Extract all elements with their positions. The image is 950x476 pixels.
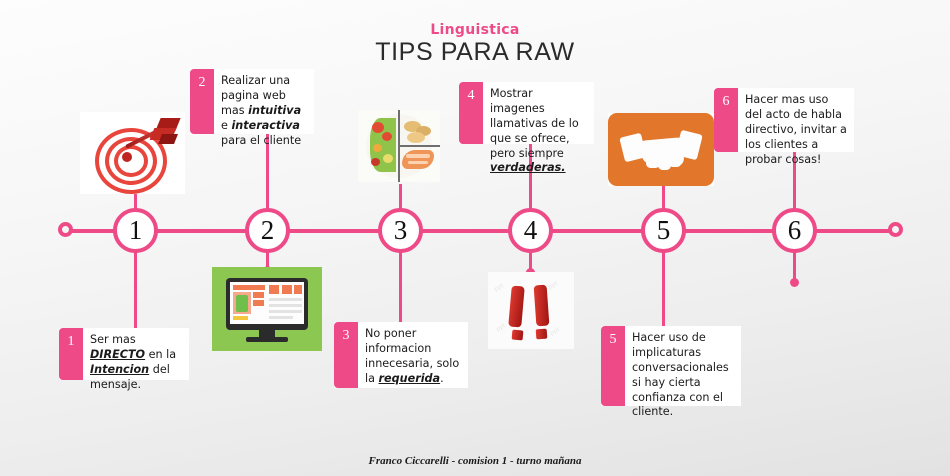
tip-badge-3: 3 (334, 322, 358, 388)
tip-card-3[interactable]: 3 No poner informacion innecesaria, solo… (334, 322, 468, 388)
timeline-node-4[interactable]: 4 (508, 208, 553, 253)
timeline-node-1[interactable]: 1 (113, 208, 158, 253)
tip-text-6: Hacer mas uso del acto de habla directiv… (745, 93, 847, 166)
timeline-node-6[interactable]: 6 (772, 208, 817, 253)
tip-text-4: Mostrar imagenes llamativas de lo que se… (490, 87, 579, 175)
stem-node-5-down (662, 248, 665, 330)
stem-node-4-up (529, 140, 532, 210)
timeline-end-cap (888, 222, 903, 237)
timeline-node-5[interactable]: 5 (641, 208, 686, 253)
timeline-start-cap (58, 222, 73, 237)
stem-node-4-down (529, 248, 532, 274)
food-plate-portions-photo (358, 110, 440, 182)
page-title: TIPS PARA RAW (375, 38, 575, 66)
stem-node-3-down (399, 248, 402, 330)
timeline-node-3[interactable]: 3 (378, 208, 423, 253)
tip-card-2[interactable]: 2 Realizar una pagina web mas intuitiva … (190, 69, 314, 147)
dartboard-target-photo (80, 112, 185, 194)
computer-monitor-ecommerce-illustration (212, 267, 322, 351)
tip-card-4[interactable]: 4 Mostrar imagenes llamativas de lo que … (459, 82, 594, 175)
stem-dot-6-down (790, 278, 799, 287)
tip-badge-6: 6 (714, 88, 738, 152)
tip-text-5: Hacer uso de implicaturas conversacional… (632, 331, 729, 419)
tip-card-1[interactable]: 1 Ser mas DIRECTO en la Intencion del me… (59, 328, 189, 391)
tip-card-5[interactable]: 5 Hacer uso de implicaturas conversacion… (601, 326, 741, 419)
stem-node-6-down (793, 248, 796, 282)
stem-node-1-down (134, 248, 137, 330)
tip-badge-1: 1 (59, 328, 83, 380)
timeline-node-2[interactable]: 2 (245, 208, 290, 253)
timeline-axis (62, 229, 896, 233)
stem-node-3-up (399, 184, 402, 210)
handshake-orange-icon (608, 113, 714, 186)
red-exclamation-marks-illustration: ppt ppt ppt ppt (488, 272, 574, 349)
author-credit: Franco Ciccarelli - comision 1 - turno m… (368, 455, 582, 467)
stem-node-5-up (662, 186, 665, 210)
tip-card-6[interactable]: 6 Hacer mas uso del acto de habla direct… (714, 88, 854, 166)
tip-text-2: Realizar una pagina web mas intuitiva e … (221, 74, 302, 147)
tip-text-3: No poner informacion innecesaria, solo l… (365, 327, 460, 385)
tip-badge-4: 4 (459, 82, 483, 144)
stem-node-6-up (793, 150, 796, 210)
stem-node-2-down (266, 248, 269, 272)
tip-badge-2: 2 (190, 69, 214, 134)
tip-text-1: Ser mas DIRECTO en la Intencion del mens… (90, 333, 177, 391)
tip-badge-5: 5 (601, 326, 625, 406)
subtitle-kicker: Linguistica (430, 22, 520, 38)
stem-node-2-up (266, 103, 269, 210)
